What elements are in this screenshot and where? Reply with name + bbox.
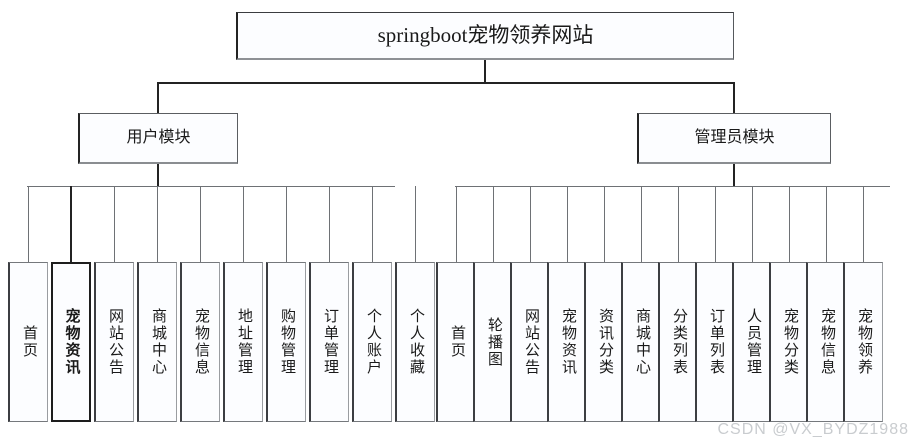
- connector-admin-leaf-2: [492, 186, 494, 262]
- node-user-module[interactable]: 用户模块: [78, 113, 238, 164]
- root-node-label: springboot宠物领养网站: [377, 23, 594, 48]
- connector-user-module-stem: [157, 164, 159, 187]
- leaf-node-admin-11[interactable]: 宠物信息: [806, 262, 846, 422]
- leaf-node-label: 个人账户: [365, 308, 381, 376]
- leaf-node-user-5[interactable]: 宠物信息: [180, 262, 220, 422]
- leaf-node-user-4[interactable]: 商城中心: [137, 262, 177, 422]
- leaf-node-admin-6[interactable]: 商城中心: [621, 262, 661, 422]
- connector-user-leaf-6: [242, 186, 244, 262]
- connector-user-leaf-4: [156, 186, 158, 262]
- leaf-node-label: 宠物资讯: [63, 308, 80, 376]
- connector-admin-leaf-12: [862, 186, 864, 262]
- leaf-node-label: 分类列表: [671, 308, 687, 376]
- watermark: CSDN @VX_BYDZ1988: [717, 421, 909, 438]
- user-module-label: 用户模块: [126, 128, 191, 146]
- leaf-node-admin-3[interactable]: 网站公告: [510, 262, 550, 422]
- leaf-node-label: 宠物信息: [193, 308, 209, 376]
- leaf-node-admin-1[interactable]: 首页: [436, 262, 476, 422]
- connector-admin-leaf-7: [677, 186, 679, 262]
- connector-to-admin-module: [733, 82, 735, 113]
- connector-admin-leaf-8: [714, 186, 716, 262]
- connector-user-leaf-2: [70, 186, 72, 262]
- connector-user-leaf-1: [27, 186, 29, 262]
- node-admin-module[interactable]: 管理员模块: [637, 113, 831, 164]
- connector-level1-bus: [157, 82, 735, 84]
- connector-admin-leaf-10: [788, 186, 790, 262]
- leaf-node-label: 地址管理: [236, 308, 252, 376]
- connector-admin-leaf-3: [529, 186, 531, 262]
- leaf-node-admin-7[interactable]: 分类列表: [658, 262, 698, 422]
- leaf-node-label: 个人收藏: [408, 308, 424, 376]
- connector-user-leaf-bus: [27, 186, 395, 187]
- leaf-node-admin-8[interactable]: 订单列表: [695, 262, 735, 422]
- leaf-node-label: 网站公告: [523, 308, 539, 376]
- connector-admin-leaf-1: [455, 186, 457, 262]
- connector-admin-leaf-11: [825, 186, 827, 262]
- connector-admin-module-stem: [733, 164, 735, 187]
- connector-user-leaf-10: [414, 186, 416, 262]
- connector-user-leaf-9: [371, 186, 373, 262]
- leaf-node-label: 人员管理: [745, 308, 761, 376]
- admin-module-label: 管理员模块: [694, 128, 775, 146]
- connector-user-leaf-3: [113, 186, 115, 262]
- leaf-node-admin-10[interactable]: 宠物分类: [769, 262, 809, 422]
- leaf-node-label: 订单列表: [708, 308, 724, 376]
- connector-user-leaf-5: [199, 186, 201, 262]
- leaf-node-label: 购物管理: [279, 308, 295, 376]
- leaf-node-label: 资讯分类: [597, 308, 613, 376]
- connector-user-leaf-7: [285, 186, 287, 262]
- leaf-node-user-7[interactable]: 购物管理: [266, 262, 306, 422]
- leaf-node-user-2[interactable]: 宠物资讯: [51, 262, 91, 422]
- leaf-node-admin-5[interactable]: 资讯分类: [584, 262, 624, 422]
- leaf-node-user-8[interactable]: 订单管理: [309, 262, 349, 422]
- leaf-node-admin-4[interactable]: 宠物资讯: [547, 262, 587, 422]
- leaf-node-user-3[interactable]: 网站公告: [94, 262, 134, 422]
- leaf-node-admin-12[interactable]: 宠物领养: [843, 262, 883, 422]
- leaf-node-label: 宠物信息: [819, 308, 835, 376]
- connector-admin-leaf-bus: [455, 186, 890, 187]
- leaf-node-admin-9[interactable]: 人员管理: [732, 262, 772, 422]
- leaf-node-label: 首页: [21, 325, 37, 359]
- leaf-node-user-1[interactable]: 首页: [8, 262, 48, 422]
- connector-root-stem: [484, 60, 486, 83]
- connector-admin-leaf-4: [566, 186, 568, 262]
- leaf-node-user-10[interactable]: 个人收藏: [395, 262, 435, 422]
- connector-to-user-module: [157, 82, 159, 113]
- leaf-node-label: 商城中心: [634, 308, 650, 376]
- leaf-node-user-6[interactable]: 地址管理: [223, 262, 263, 422]
- leaf-node-label: 宠物领养: [856, 308, 872, 376]
- leaf-node-admin-2[interactable]: 轮播图: [473, 262, 513, 422]
- root-node-title[interactable]: springboot宠物领养网站: [236, 12, 734, 60]
- leaf-node-user-9[interactable]: 个人账户: [352, 262, 392, 422]
- connector-admin-leaf-9: [751, 186, 753, 262]
- leaf-node-label: 宠物资讯: [560, 308, 576, 376]
- connector-admin-leaf-5: [603, 186, 605, 262]
- leaf-node-label: 网站公告: [107, 308, 123, 376]
- leaf-node-label: 宠物分类: [782, 308, 798, 376]
- leaf-node-label: 首页: [449, 325, 465, 359]
- connector-admin-leaf-6: [640, 186, 642, 262]
- leaf-node-label: 商城中心: [150, 308, 166, 376]
- connector-user-leaf-8: [328, 186, 330, 262]
- leaf-node-label: 订单管理: [322, 308, 338, 376]
- leaf-node-label: 轮播图: [486, 316, 502, 368]
